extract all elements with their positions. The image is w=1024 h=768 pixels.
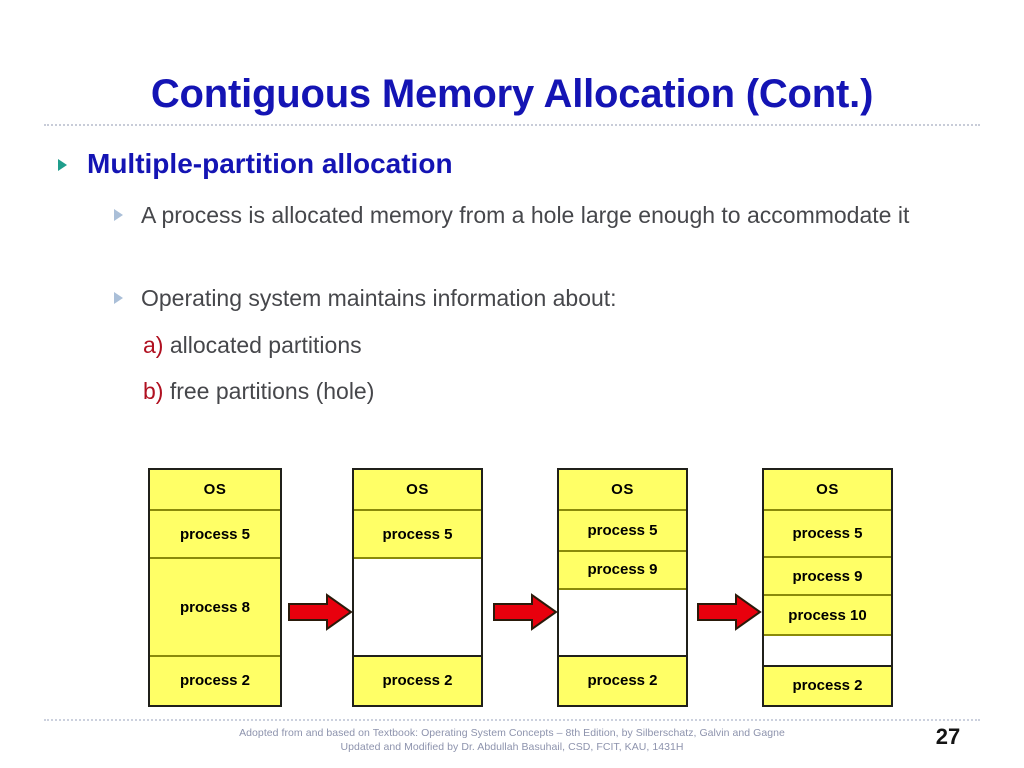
memory-block-process[interactable]: process 2 — [150, 656, 280, 705]
footer-line-1: Adopted from and based on Textbook: Oper… — [239, 727, 785, 739]
memory-block-process[interactable]: process 5 — [150, 511, 280, 560]
triangle-bullet-icon — [114, 292, 123, 304]
footer-divider — [44, 719, 980, 721]
list-item-b-label: free partitions (hole) — [169, 378, 375, 404]
bullet-level1: Multiple-partition allocation — [58, 148, 453, 180]
bullet-level2-os-info: Operating system maintains information a… — [114, 283, 974, 313]
bullet-level2-allocation: A process is allocated memory from a hol… — [114, 200, 974, 230]
bullet-level2-label: Operating system maintains information a… — [141, 285, 617, 311]
memory-block-process[interactable]: process 2 — [354, 656, 481, 705]
memory-block-hole[interactable] — [559, 589, 686, 657]
list-marker-b: b) — [143, 378, 164, 404]
list-item-a: a) allocated partitions — [143, 332, 362, 359]
memory-block-hole[interactable] — [764, 636, 891, 667]
triangle-bullet-icon — [58, 159, 67, 171]
right-arrow-icon — [696, 592, 762, 632]
memory-block-process[interactable]: process 5 — [354, 511, 481, 560]
list-marker-a: a) — [143, 332, 164, 358]
list-item-a-label: allocated partitions — [169, 332, 362, 358]
memory-block-os[interactable]: OS — [150, 470, 280, 512]
right-arrow-icon — [287, 592, 353, 632]
memory-block-process[interactable]: process 2 — [764, 666, 891, 705]
triangle-bullet-icon — [114, 209, 123, 221]
memory-block-process[interactable]: process 2 — [559, 656, 686, 705]
memory-block-process[interactable]: process 5 — [764, 511, 891, 559]
memory-block-process[interactable]: process 8 — [150, 559, 280, 657]
right-arrow-icon — [492, 592, 558, 632]
memory-block-process[interactable]: process 9 — [559, 551, 686, 590]
memory-block-process[interactable]: process 5 — [559, 511, 686, 552]
memory-block-os[interactable]: OS — [764, 470, 891, 512]
memory-block-process[interactable]: process 10 — [764, 595, 891, 637]
memory-block-hole[interactable] — [354, 559, 481, 657]
title-divider — [44, 124, 980, 126]
page-number: 27 — [935, 724, 961, 749]
memory-block-process[interactable]: process 9 — [764, 558, 891, 596]
footer-attribution: Adopted from and based on Textbook: Oper… — [0, 726, 1024, 754]
page-title: Contiguous Memory Allocation (Cont.) — [150, 72, 874, 116]
memory-block-os[interactable]: OS — [559, 470, 686, 512]
footer-line-2: Updated and Modified by Dr. Abdullah Bas… — [340, 741, 684, 754]
bullet-level1-label: Multiple-partition allocation — [87, 148, 453, 179]
memory-block-os[interactable]: OS — [354, 470, 481, 512]
list-item-b: b) free partitions (hole) — [143, 378, 374, 405]
bullet-level2-label: A process is allocated memory from a hol… — [141, 202, 910, 228]
